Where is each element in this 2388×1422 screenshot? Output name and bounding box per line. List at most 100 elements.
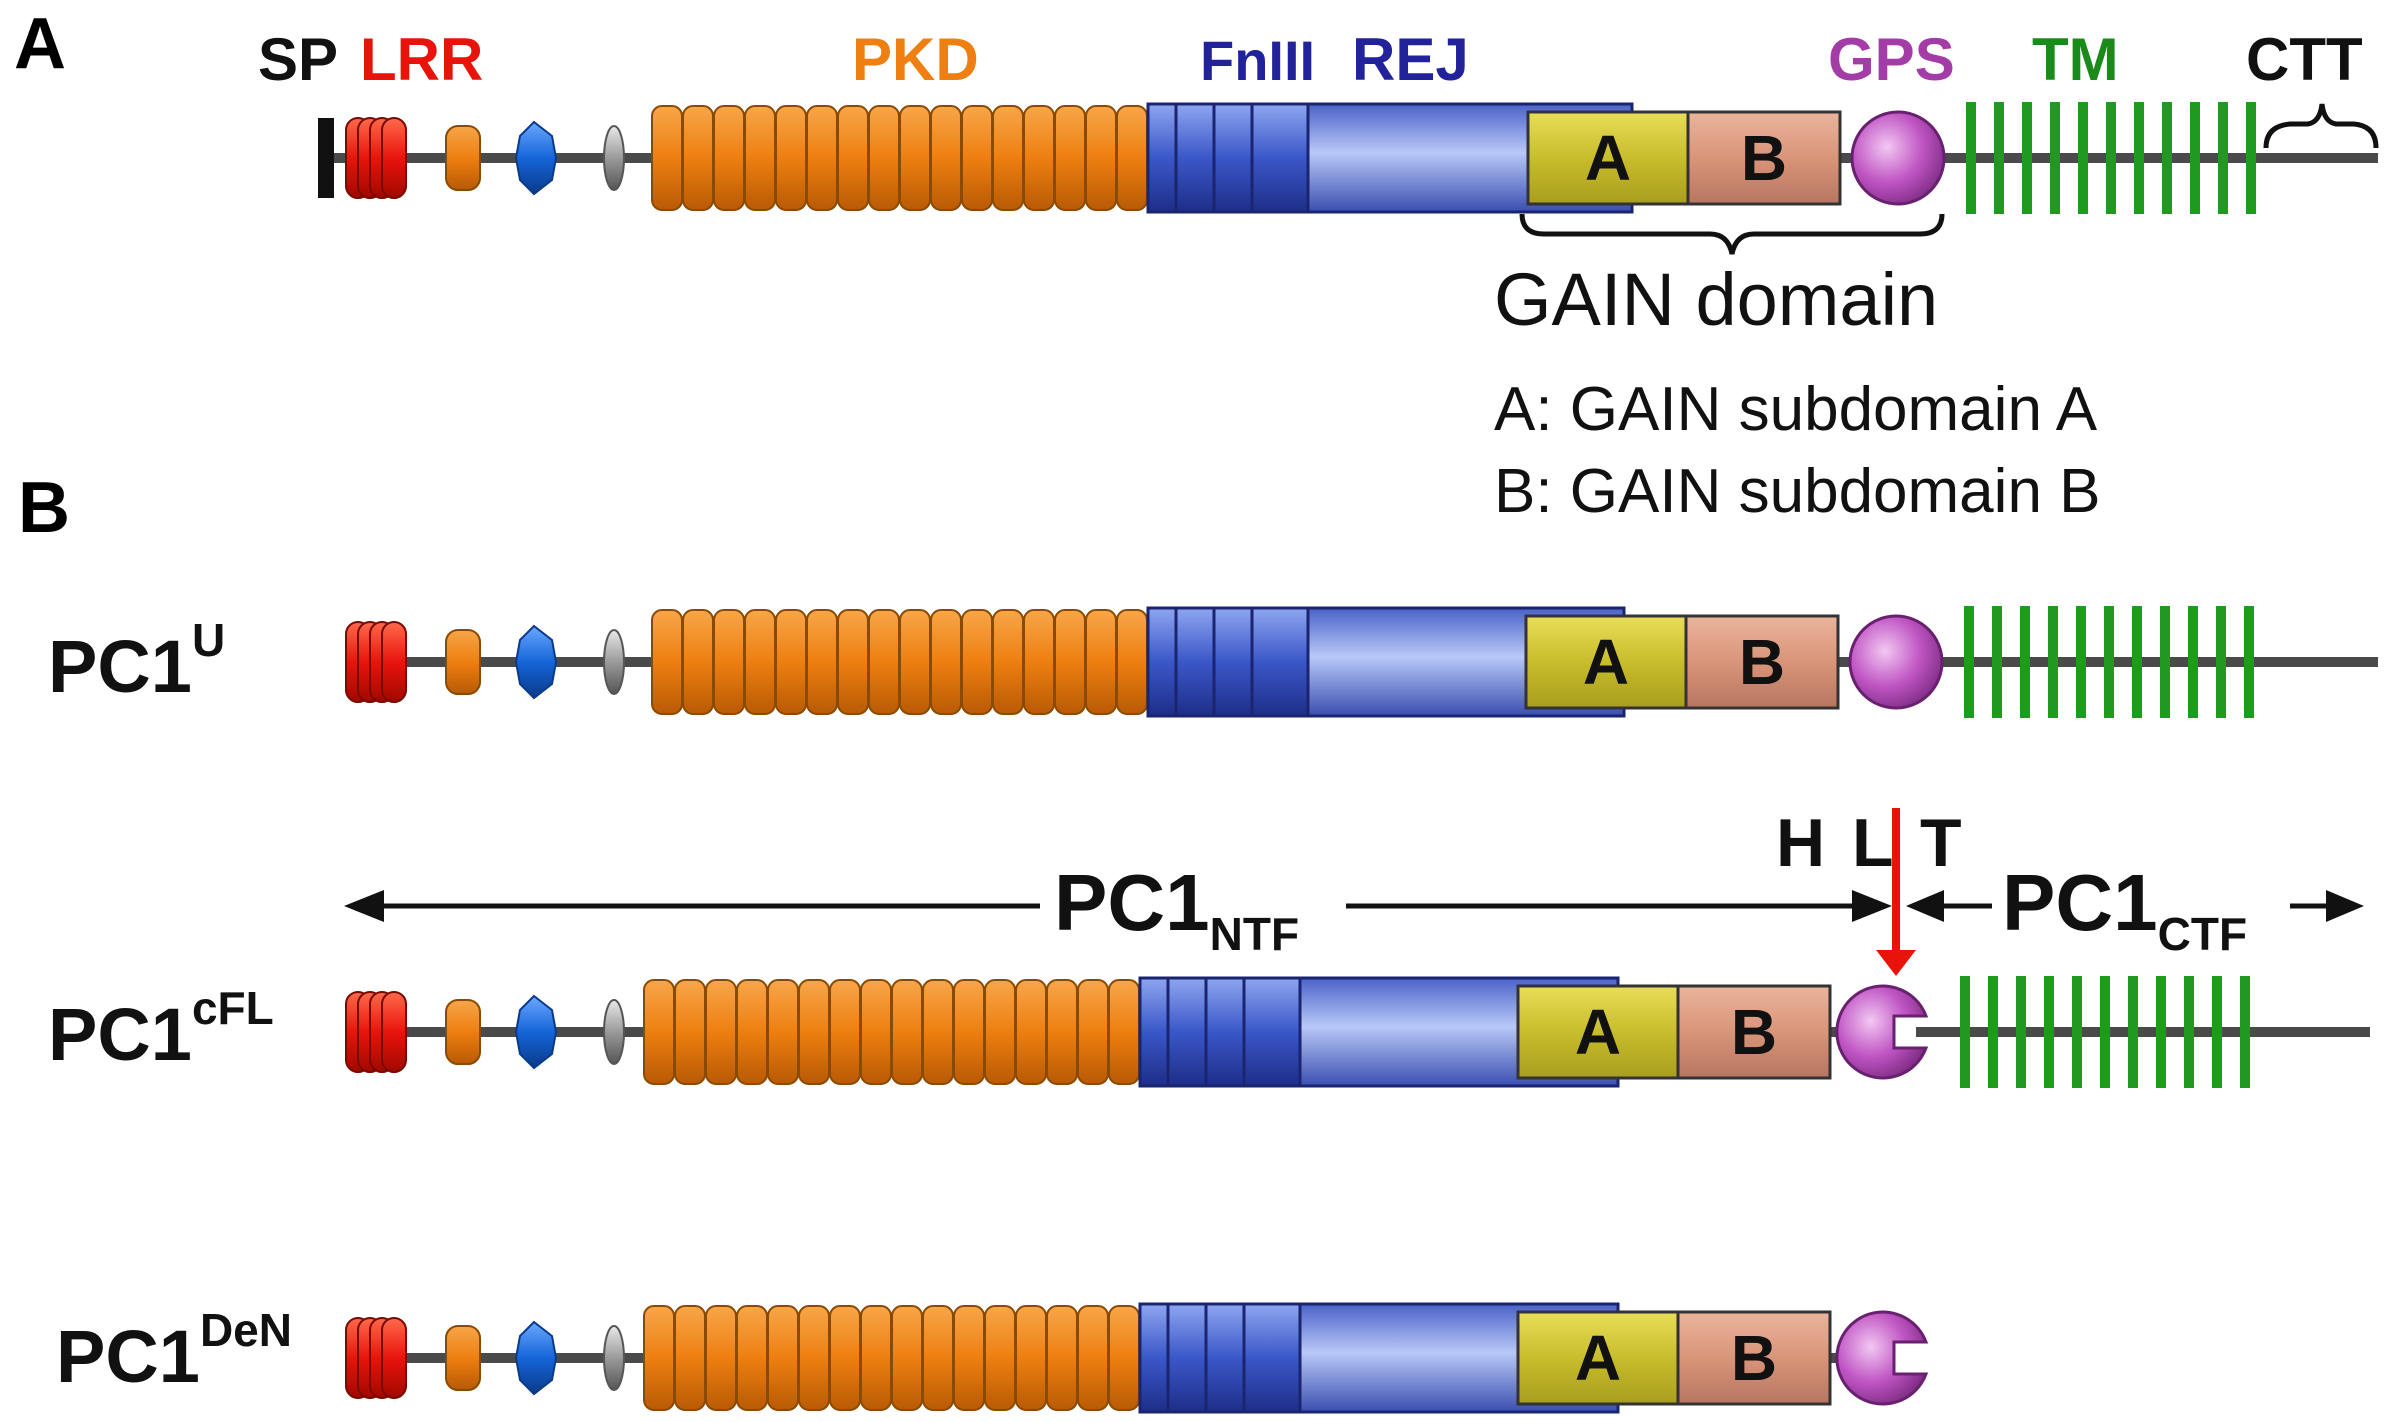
tm-segment (2076, 606, 2086, 718)
label-sp: SP (258, 26, 338, 93)
gain-legend-b: B: GAIN subdomain B (1494, 457, 2101, 526)
pkd-repeat (736, 979, 768, 1085)
tm-segment (2162, 102, 2172, 214)
ntf-arrow (344, 890, 1892, 922)
pkd-repeat (984, 979, 1016, 1085)
grey-oval (603, 125, 625, 191)
pkd-repeat (899, 609, 931, 715)
tm-segment (2188, 606, 2198, 718)
tm-segment (2078, 102, 2088, 214)
pkd-repeat (992, 105, 1024, 211)
signal-peptide (318, 118, 334, 198)
label-fn3: FnIII (1200, 29, 1315, 92)
pkd-repeat (767, 1305, 799, 1411)
gps-circle (1848, 614, 1944, 710)
pkd-repeat (1077, 1305, 1109, 1411)
pkd-repeat (806, 609, 838, 715)
panel-a-label: A (14, 4, 66, 84)
ctt-brace (2263, 103, 2379, 149)
tm-segment (2048, 606, 2058, 718)
tm-segment (2044, 976, 2054, 1088)
row-label-pc1den: PC1DeN (56, 1304, 292, 1398)
pkd-repeat (1015, 1305, 1047, 1411)
tm-segment (2128, 976, 2138, 1088)
pkd-repeat (1077, 979, 1109, 1085)
lrr-repeat (381, 621, 407, 703)
pkd-repeat (961, 609, 993, 715)
row-label-pc1cfl: PC1cFL (48, 982, 274, 1076)
pkd-repeat (860, 1305, 892, 1411)
gain-a-letter: A (1585, 122, 1631, 194)
lrr-repeat (381, 117, 407, 199)
gain-b-box (1684, 614, 1840, 710)
gain-a-box (1516, 984, 1680, 1080)
label-tm: TM (2032, 26, 2119, 93)
tm-segment (2100, 976, 2110, 1088)
fn3-block (1146, 606, 1310, 718)
tm-segment (2134, 102, 2144, 214)
cleavage-l: L (1852, 805, 1894, 881)
tm-segment (2050, 102, 2060, 214)
pkd-repeat (1023, 105, 1055, 211)
gain-a-box (1516, 1310, 1680, 1406)
tm-segment (1992, 606, 2002, 718)
lrr-repeat (381, 1317, 407, 1399)
gps-cleaved (1835, 1310, 1929, 1406)
panel-b-label: B (18, 468, 70, 548)
gain-a-letter: A (1575, 1322, 1621, 1394)
pkd-repeat (922, 1305, 954, 1411)
pkd-repeat (682, 609, 714, 715)
tm-segment (1966, 102, 1976, 214)
gps-cleaved (1835, 984, 1929, 1080)
pkd-repeat (1108, 979, 1140, 1085)
pkd-repeat (837, 609, 869, 715)
tm-segment (2212, 976, 2222, 1088)
gain-brace (1519, 213, 1945, 255)
pkd-repeat (643, 979, 675, 1085)
gain-b-letter: B (1739, 626, 1785, 698)
pkd-repeat (674, 979, 706, 1085)
tm-segment (1994, 102, 2004, 214)
gain-a-box (1524, 614, 1688, 710)
pkd-repeat (798, 1305, 830, 1411)
tm-segment (2160, 606, 2170, 718)
pkd-repeat (806, 105, 838, 211)
orange-oval (445, 125, 481, 191)
tm-segment (2106, 102, 2116, 214)
tm-segment (2072, 976, 2082, 1088)
pkd-repeat (1046, 1305, 1078, 1411)
cleavage-arrow (1876, 808, 1916, 976)
pkd-repeat (899, 105, 931, 211)
pkd-repeat (953, 979, 985, 1085)
blue-oval (514, 994, 558, 1070)
pkd-repeat (651, 105, 683, 211)
grey-oval (603, 999, 625, 1065)
ctf-label: PC1CTF (2002, 858, 2247, 960)
fn3-block (1138, 1302, 1302, 1414)
tm-segment (2218, 102, 2228, 214)
gain-b-box (1686, 110, 1842, 206)
pkd-repeat (891, 1305, 923, 1411)
pkd-repeat (798, 979, 830, 1085)
tm-segment (1960, 976, 1970, 1088)
blue-oval (514, 1320, 558, 1396)
pkd-repeat (1046, 979, 1078, 1085)
pkd-repeat (736, 1305, 768, 1411)
pkd-repeat (682, 105, 714, 211)
cleavage-t: T (1920, 805, 1962, 881)
tm-segment (2216, 606, 2226, 718)
gain-b-letter: B (1731, 996, 1777, 1068)
row-label-pc1u: PC1U (48, 614, 225, 708)
pkd-repeat (930, 609, 962, 715)
gain-b-box (1676, 1310, 1832, 1406)
label-ctt: CTT (2246, 26, 2363, 93)
pkd-repeat (1116, 105, 1148, 211)
fn3-block (1146, 102, 1310, 214)
pkd-repeat (868, 609, 900, 715)
pkd-repeat (992, 609, 1024, 715)
label-lrr: LRR (360, 26, 483, 93)
pkd-repeat (829, 1305, 861, 1411)
